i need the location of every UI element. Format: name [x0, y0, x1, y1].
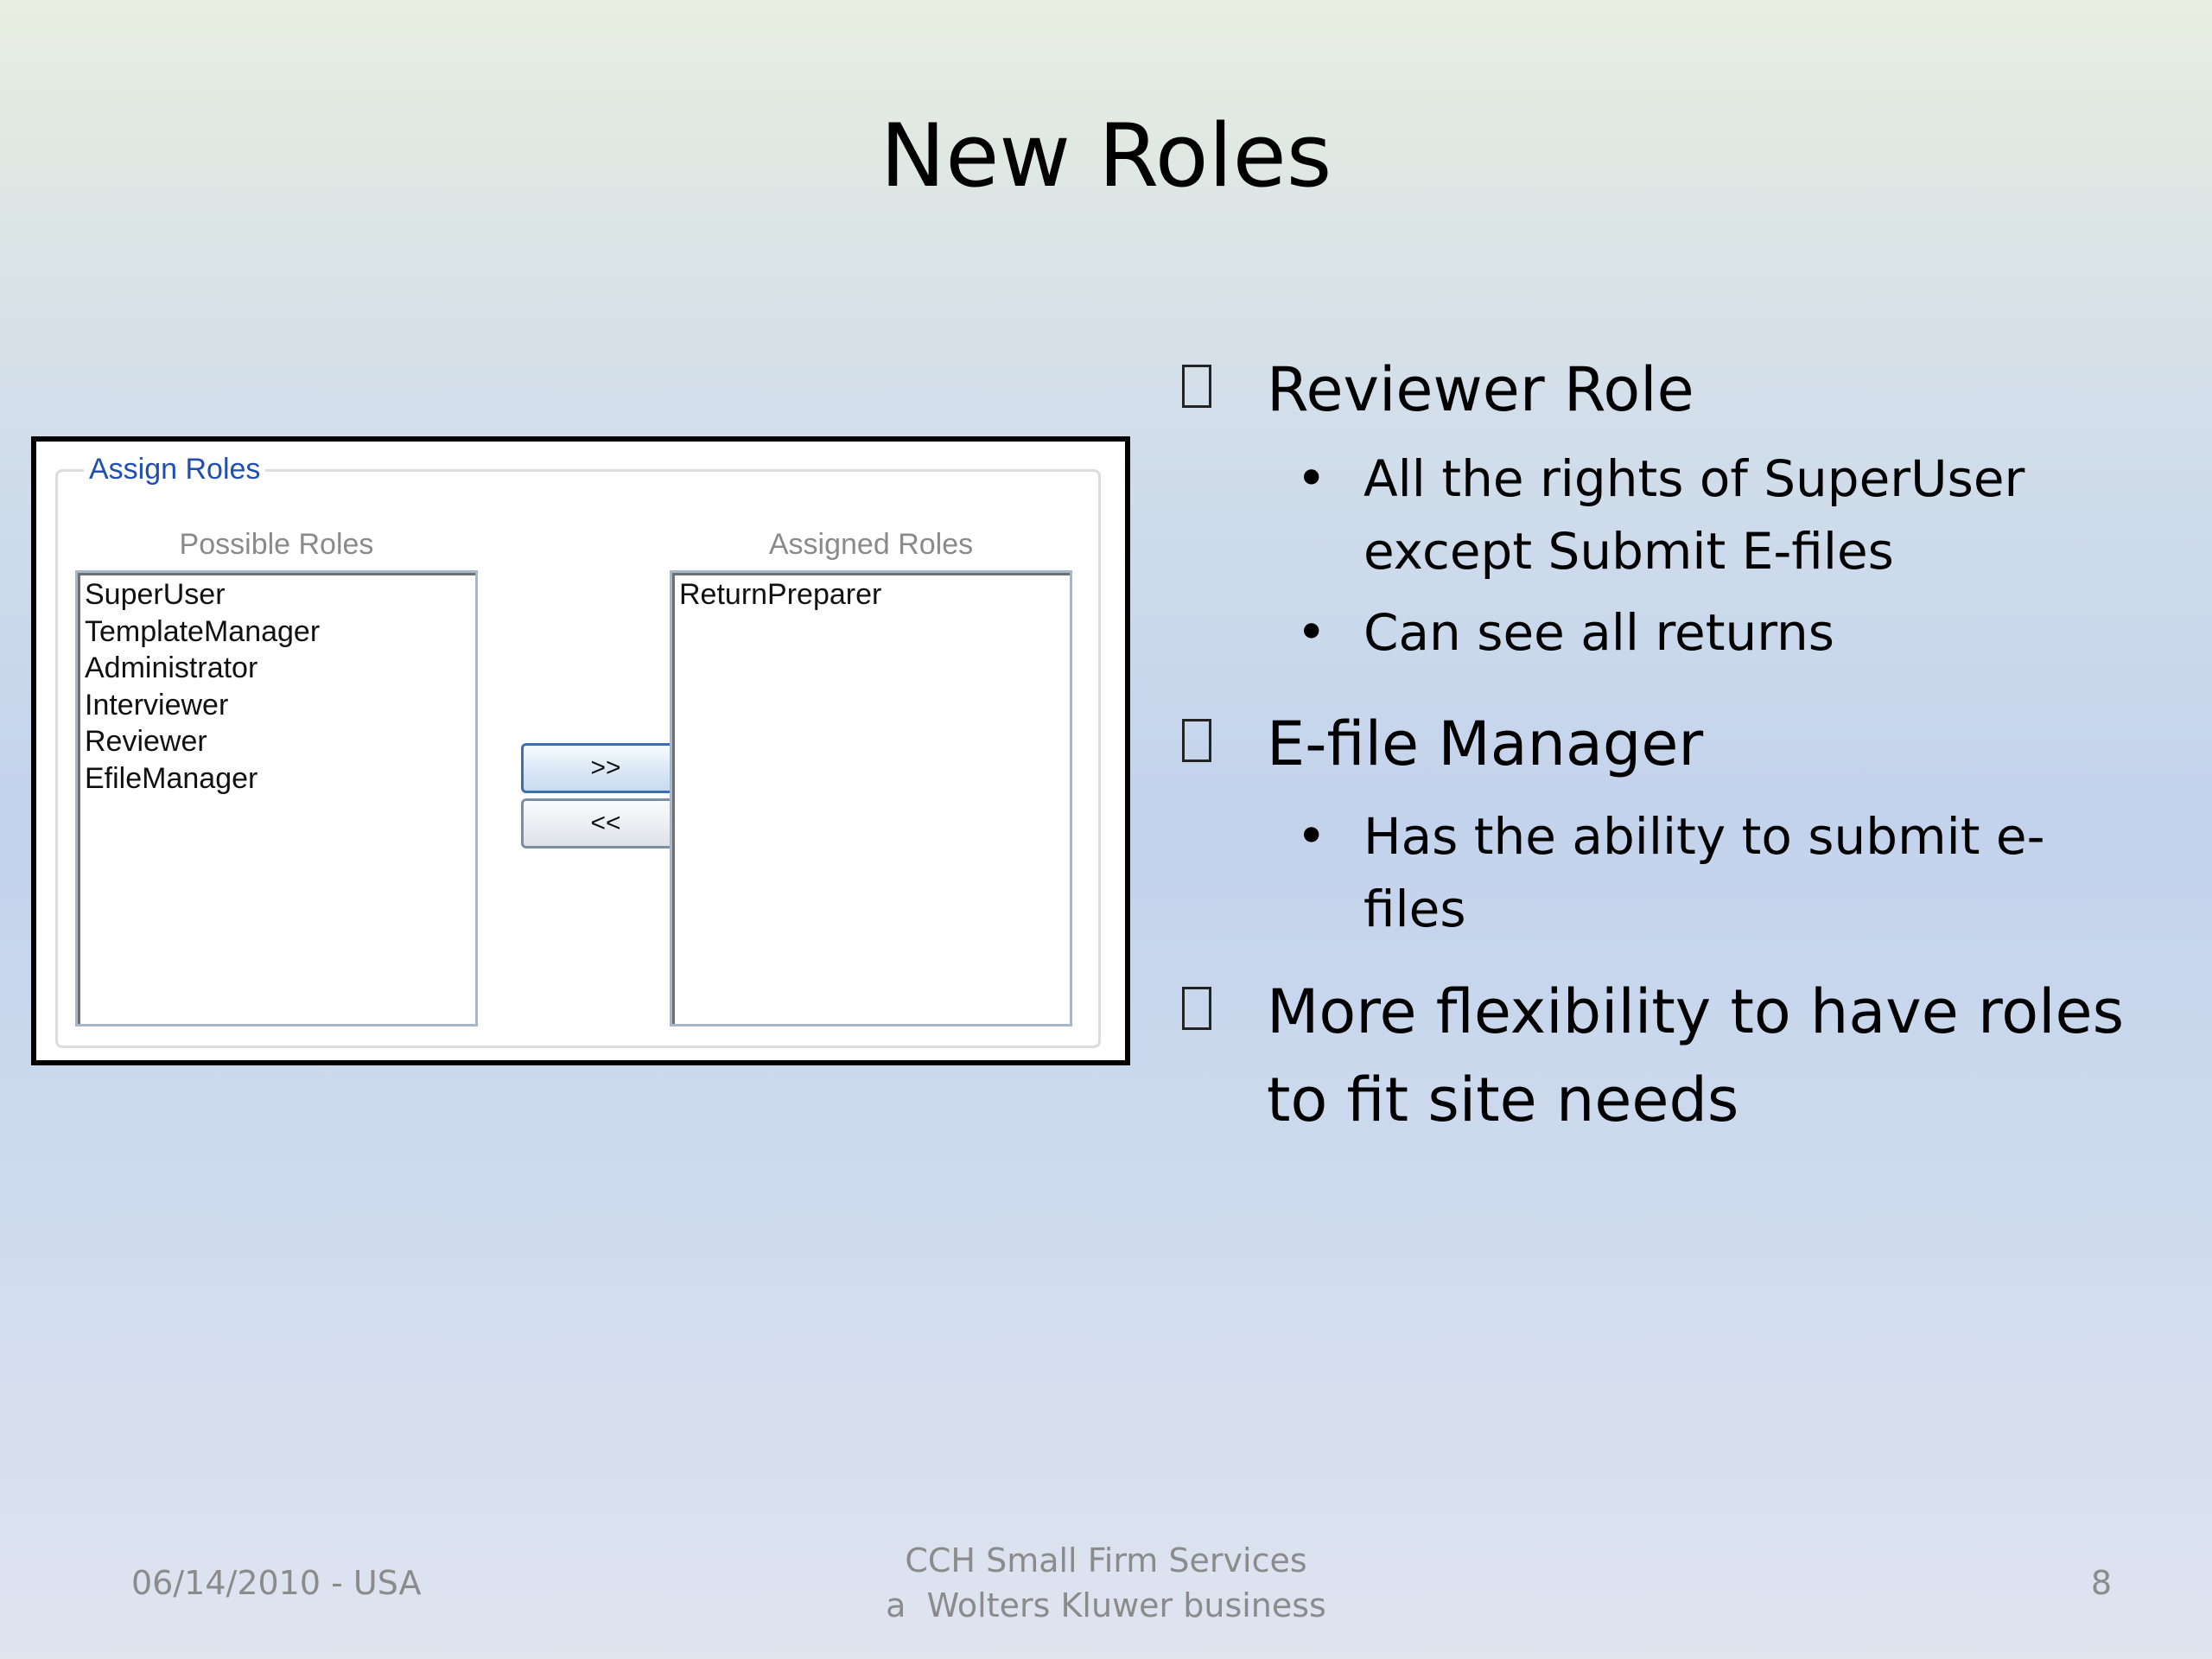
dot-bullet-icon: • [1296, 448, 1327, 509]
list-item[interactable]: SuperUser [85, 578, 226, 611]
remove-role-button[interactable]: << [521, 798, 690, 849]
bullet-text: Reviewer Role [1267, 354, 1694, 425]
assigned-roles-label: Assigned Roles [768, 528, 974, 561]
list-item[interactable]: Administrator [85, 652, 258, 684]
box-bullet-icon [1182, 365, 1211, 408]
add-role-button[interactable]: >> [521, 743, 690, 793]
possible-roles-label: Possible Roles [179, 528, 374, 561]
possible-roles-list[interactable]: SuperUser TemplateManager Administrator … [75, 570, 478, 1027]
list-item[interactable]: Reviewer [85, 725, 207, 758]
list-item[interactable]: Interviewer [85, 688, 229, 721]
assign-roles-group: Assign Roles Possible Roles Assigned Rol… [55, 448, 1101, 1048]
sub-bullet-text: All the rights of SuperUser except Submi… [1363, 449, 2025, 581]
list-item[interactable]: TemplateManager [85, 614, 321, 648]
assign-roles-group-title: Assign Roles [84, 448, 266, 492]
assign-roles-screenshot: Assign Roles Possible Roles Assigned Rol… [31, 436, 1130, 1065]
dot-bullet-icon: • [1296, 602, 1327, 663]
footer-date: 06/14/2010 - USA [131, 1564, 422, 1602]
sub-bullet-text: Has the ability to submit e-files [1363, 807, 2045, 938]
sub-bullet-text: Can see all returns [1363, 603, 1835, 662]
box-bullet-icon [1182, 719, 1211, 762]
list-item[interactable]: EfileManager [85, 761, 258, 795]
box-bullet-icon [1182, 987, 1211, 1030]
list-item[interactable]: ReturnPreparer [679, 578, 882, 611]
bullet-text: E-file Manager [1267, 709, 1704, 779]
dot-bullet-icon: • [1296, 806, 1327, 867]
footer-company-line-1: CCH Small Firm Services [905, 1541, 1307, 1580]
slide-title: New Roles [880, 105, 1332, 207]
footer-company-line-2: a Wolters Kluwer business [886, 1586, 1326, 1624]
assigned-roles-list[interactable]: ReturnPreparer [670, 570, 1072, 1027]
footer-company: CCH Small Firm Services a Wolters Kluwer… [0, 1538, 2212, 1628]
bullet-text: More flexibility to have roles to fit si… [1267, 976, 2125, 1135]
page-number: 8 [2090, 1564, 2112, 1602]
